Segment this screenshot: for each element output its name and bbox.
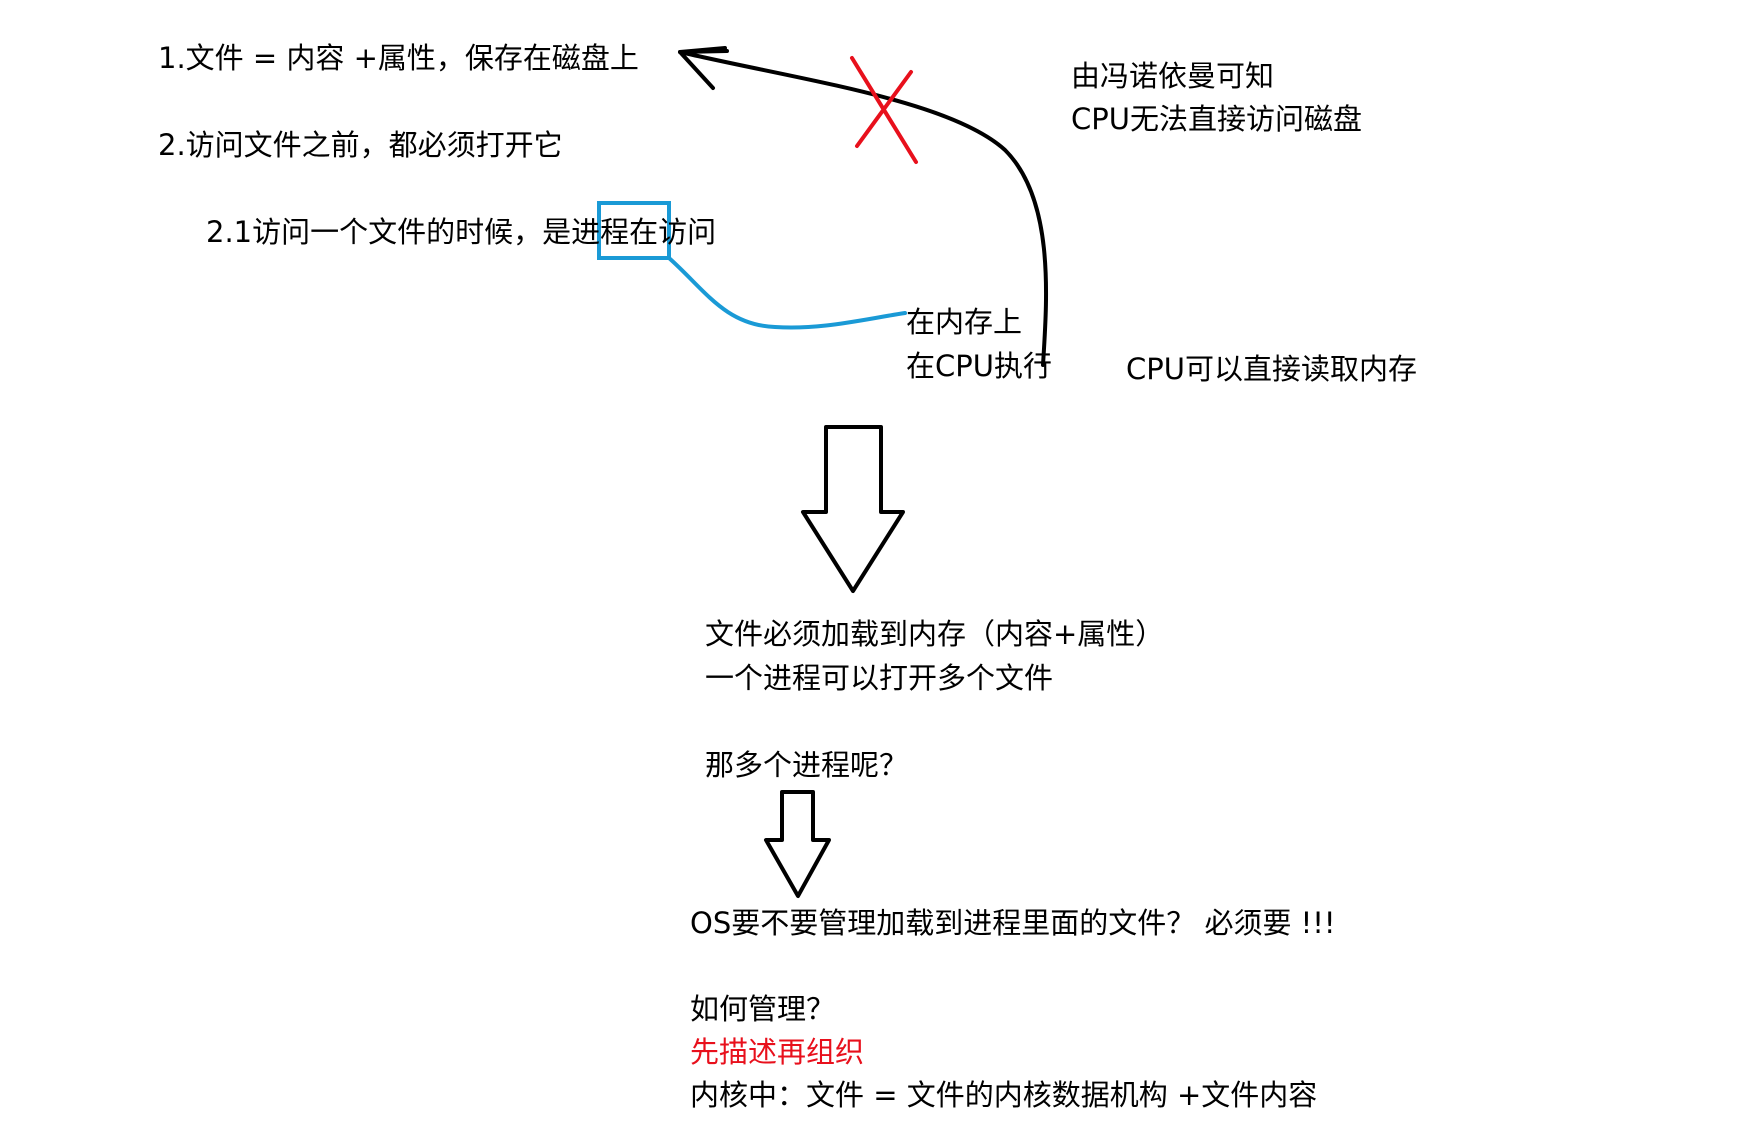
small-down-arrow bbox=[764, 790, 831, 898]
red-cross-mark bbox=[850, 56, 918, 164]
big-down-arrow bbox=[801, 425, 905, 593]
note-kernel-file-definition: 内核中：文件 = 文件的内核数据机构 +文件内容 bbox=[690, 1078, 1318, 1112]
note-von-neumann: 由冯诺依曼可知 bbox=[1071, 59, 1275, 93]
note-os-manage-files: OS要不要管理加载到进程里面的文件？ 必须要 !!! bbox=[690, 906, 1336, 940]
note-process-accesses: 2.1访问一个文件的时候，是进程在访问 bbox=[206, 218, 716, 247]
note-cpu-reads-memory: CPU可以直接读取内存 bbox=[1126, 352, 1417, 386]
highlighted-word-process: 进程 bbox=[571, 215, 630, 249]
note-executes-on-cpu: 在CPU执行 bbox=[906, 349, 1052, 383]
note-load-to-memory: 文件必须加载到内存（内容+属性） bbox=[705, 617, 1165, 651]
note-process-accesses-pre: 2.1访问一个文件的时候，是 bbox=[206, 215, 572, 249]
highlight-box bbox=[597, 201, 671, 260]
curved-arrow-head bbox=[678, 46, 729, 90]
note-file-content-attributes: 1.文件 = 内容 +属性，保存在磁盘上 bbox=[158, 41, 639, 75]
note-many-processes: 那多个进程呢？ bbox=[705, 748, 909, 782]
blue-connector-line bbox=[667, 256, 907, 330]
curved-arrow-line bbox=[678, 50, 1049, 367]
note-cpu-cannot-access-disk: CPU无法直接访问磁盘 bbox=[1071, 102, 1362, 136]
note-process-accesses-post: 在访问 bbox=[629, 215, 717, 249]
note-how-to-manage: 如何管理？ bbox=[690, 992, 836, 1026]
note-must-open-file: 2.访问文件之前，都必须打开它 bbox=[158, 128, 563, 162]
note-one-process-many-files: 一个进程可以打开多个文件 bbox=[705, 661, 1054, 695]
note-in-memory: 在内存上 bbox=[906, 305, 1023, 339]
note-describe-then-organize: 先描述再组织 bbox=[690, 1035, 865, 1069]
